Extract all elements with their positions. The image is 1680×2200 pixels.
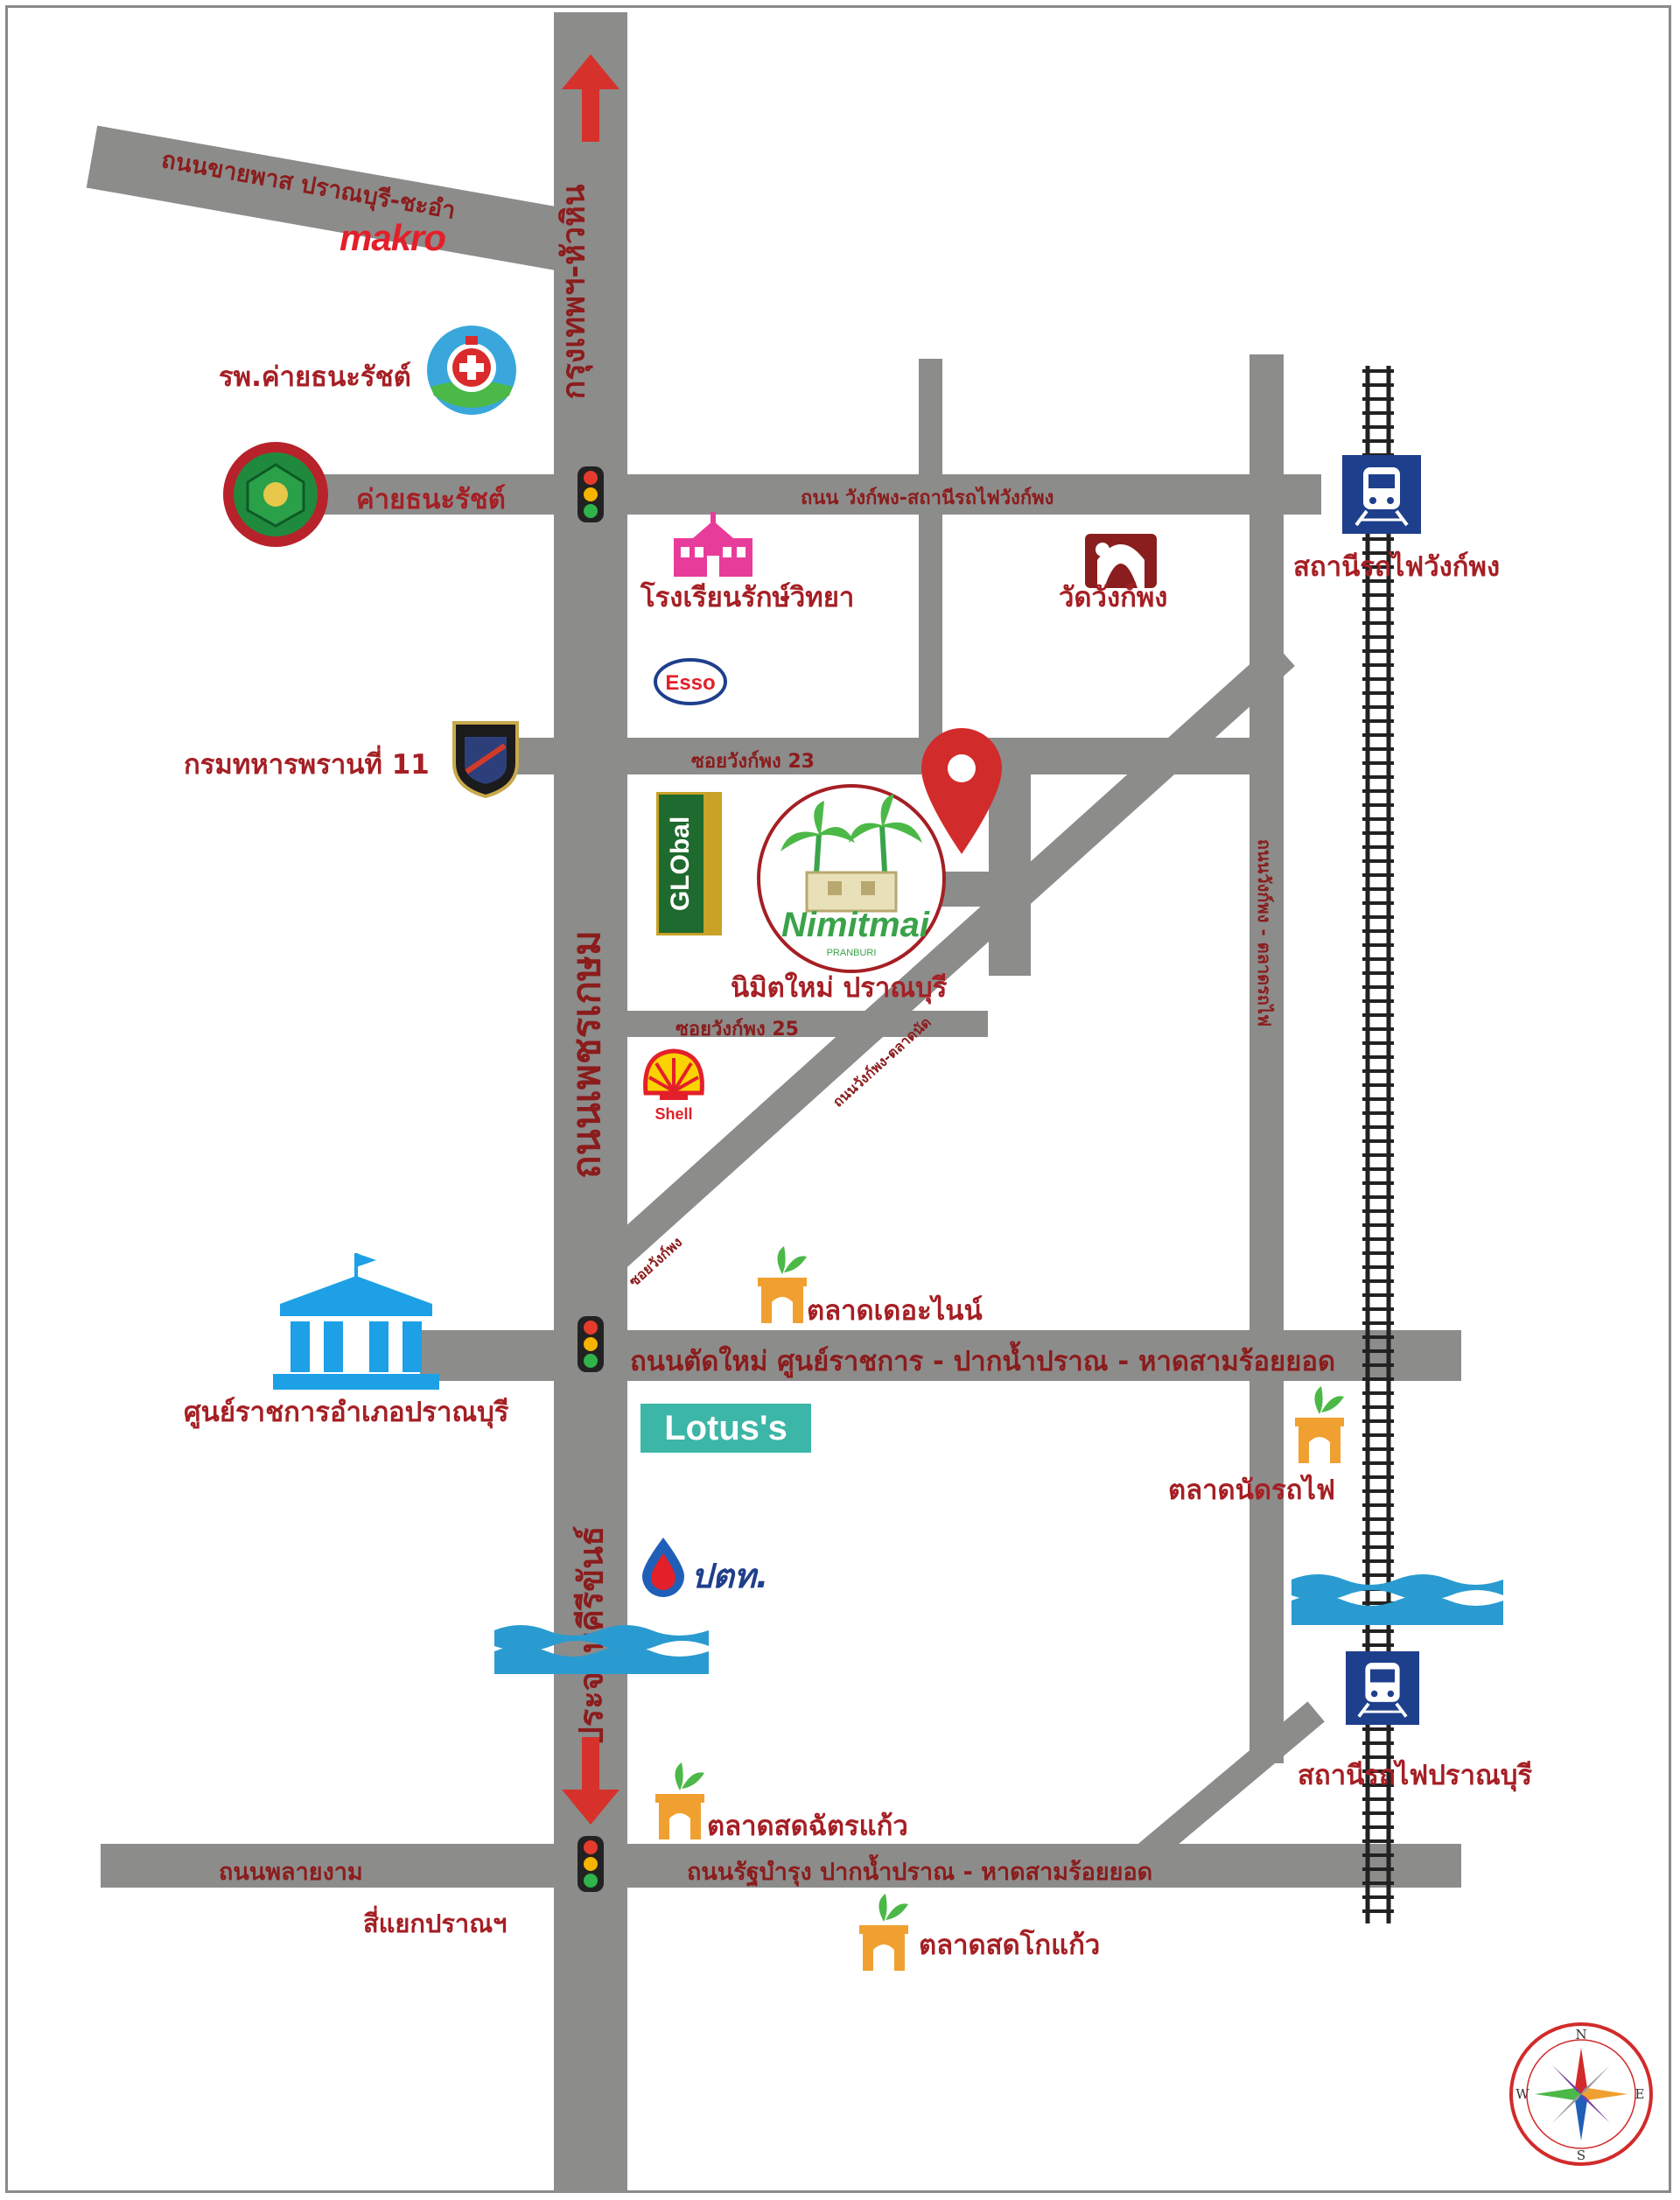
road-soi23 <box>490 738 1251 774</box>
road-vertical-inner <box>919 359 942 749</box>
road-phlai-ngam <box>101 1844 1461 1888</box>
makro-logo: makro <box>340 217 446 258</box>
camp-label: ค่ายธนะรัชต์ <box>356 484 506 515</box>
map-frame <box>5 5 1671 2193</box>
road-soi25 <box>627 1011 988 1037</box>
river-west-icon <box>494 1625 709 1674</box>
compass-w: W <box>1516 2086 1530 2102</box>
esso-logo-text: Esso <box>665 671 715 695</box>
chatkaeo-market-label: ตลาดสดฉัตรแก้ว <box>707 1811 908 1842</box>
intersection-label: สี่แยกปราณฯ <box>363 1909 508 1938</box>
road-label-soi23: ซอยวังก์พง 23 <box>691 751 815 773</box>
compass-s: S <box>1577 2147 1586 2163</box>
compass-n: N <box>1575 2027 1586 2042</box>
hospital-label: รพ.ค่ายธนะรัชต์ <box>219 361 411 393</box>
ptt-logo-text: ปตท. <box>691 1557 769 1595</box>
arrow-south-icon <box>562 1737 620 1825</box>
market-icon <box>859 1894 908 1971</box>
train-station-icon <box>1346 1651 1419 1725</box>
compass-rose-icon: N E S W <box>1509 2022 1653 2166</box>
kokaeo-market-label: ตลาดสดโกแก้ว <box>919 1930 1101 1961</box>
shell-logo: Shell <box>643 1048 704 1123</box>
road-wangphong <box>319 474 1321 515</box>
regiment-label: กรมทหารพรานที่ 11 <box>184 749 430 781</box>
shell-logo-text: Shell <box>654 1105 692 1123</box>
traffic-light-icon <box>578 1316 604 1372</box>
river-east-icon <box>1292 1574 1503 1625</box>
road-label-new-road: ถนนตัดใหม่ ศูนย์ราชการ - ปากน้ำปราณ - หา… <box>630 1346 1336 1377</box>
global-house-text: GLObal <box>666 816 695 912</box>
road-label-wangphong: ถนน วังก์พง-สถานีรถไฟวังก์พง <box>801 487 1054 509</box>
lotus-logo: Lotus's <box>640 1404 811 1453</box>
road-label-railroad: ถนนวังก์พง - ตลาดรถไฟ <box>1254 838 1275 1027</box>
traffic-light-icon <box>578 1836 604 1892</box>
market-icon <box>758 1246 807 1323</box>
temple-label: วัดวังก์พง <box>1059 582 1168 613</box>
road-main-highway <box>554 12 627 2193</box>
esso-logo: Esso <box>654 658 727 705</box>
market-icon <box>655 1762 704 1839</box>
nimitmai-logo-text: Nimitmai <box>781 906 929 944</box>
road-nimitmai-access <box>941 872 993 907</box>
global-house-logo: GLObal <box>656 792 722 935</box>
school-label: โรงเรียนรักษ์วิทยา <box>640 582 855 613</box>
ptt-drop-icon <box>642 1538 684 1597</box>
arrow-north-icon <box>562 54 620 142</box>
school-icon <box>674 512 752 577</box>
traffic-light-icon <box>578 466 604 522</box>
district-office-label: ศูนย์ราชการอำเภอปราณบุรี <box>184 1397 509 1428</box>
road-label-soi25: ซอยวังก์พง 25 <box>676 1019 799 1040</box>
nimitmai-logo-subtext: PRANBURI <box>826 948 877 958</box>
train-station-icon <box>1342 455 1421 534</box>
market-icon <box>1295 1386 1344 1463</box>
camp-emblem-icon <box>223 442 328 547</box>
nimitmai-logo <box>757 784 946 973</box>
train-market-label: ตลาดนัดรถไฟ <box>1168 1475 1335 1506</box>
market-the-nine-label: ตลาดเดอะไนน์ <box>807 1295 983 1327</box>
lotus-logo-text: Lotus's <box>664 1408 788 1447</box>
location-pin-icon <box>921 728 1002 854</box>
station-pranburi-label: สถานีรถไฟปราณบุรี <box>1298 1760 1533 1791</box>
road-label-highway-main: ถนนเพชรเกษม <box>564 929 609 1180</box>
district-office-icon <box>273 1253 439 1390</box>
regiment-emblem-icon <box>452 721 519 798</box>
temple-icon <box>1085 534 1157 588</box>
nimitmai-label: นิมิตใหม่ ปราณบุรี <box>731 972 948 1004</box>
road-railroad <box>1250 354 1284 1763</box>
station-wangphong-label: สถานีรถไฟวังก์พง <box>1293 551 1501 583</box>
compass-e: E <box>1635 2086 1645 2102</box>
hospital-icon <box>427 326 516 415</box>
road-label-rat-bamrung: ถนนรัฐบำรุง ปากน้ำปราณ - หาดสามร้อยยอด <box>687 1859 1153 1886</box>
road-label-phlai-ngam: ถนนพลายงาม <box>219 1859 363 1886</box>
road-label-highway-north: กรุงเทพฯ-หัวหิน <box>556 184 592 400</box>
